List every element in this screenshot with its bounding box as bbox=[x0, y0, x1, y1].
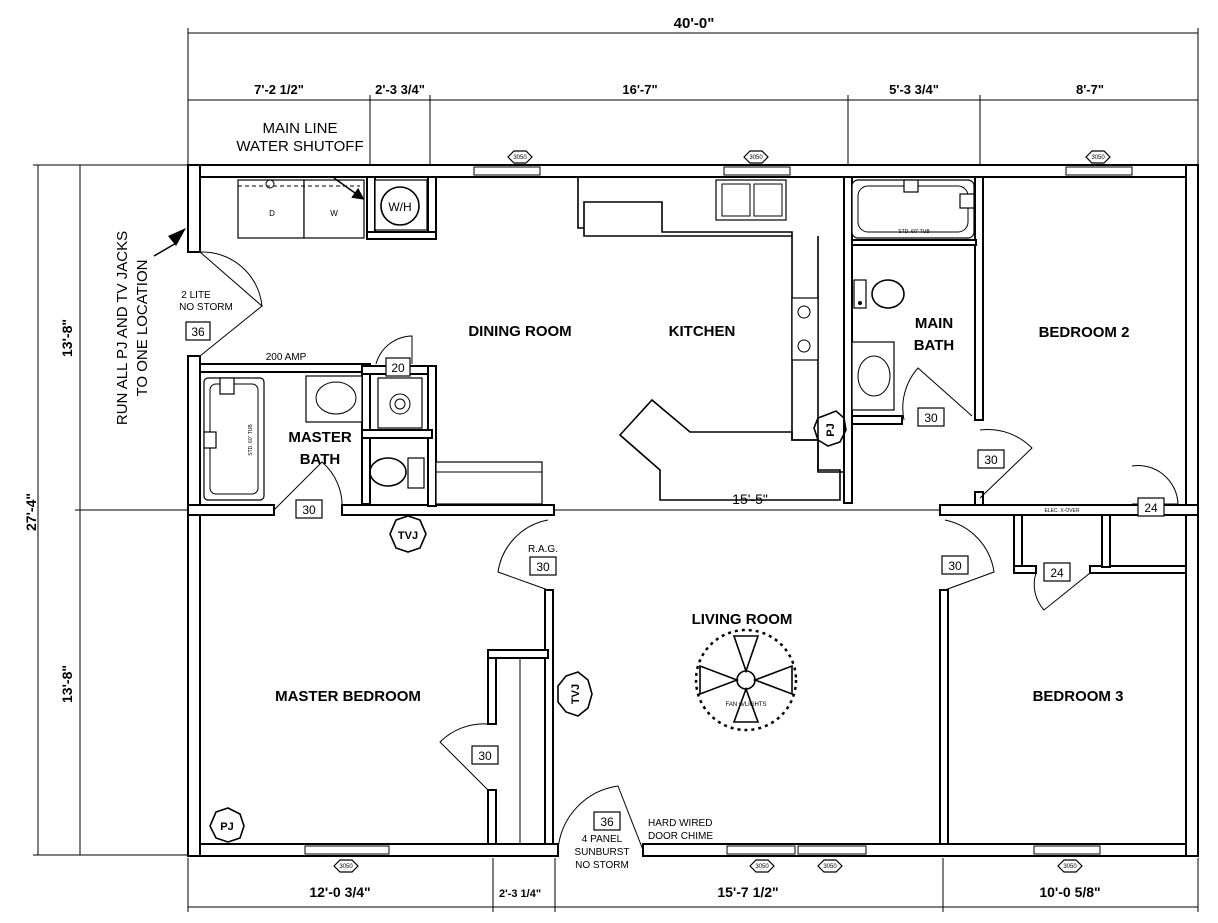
door-tag-36-front: 36 bbox=[600, 815, 614, 829]
master-bath-label-2: BATH bbox=[300, 451, 341, 468]
main-line-label: MAIN LINE bbox=[262, 120, 337, 137]
master-tub-label: STD. 60" TUB bbox=[248, 424, 254, 456]
door-tag-20: 20 bbox=[391, 361, 405, 375]
top-dim-2: 2'-3 3/4" bbox=[375, 82, 425, 97]
ceiling-fan-icon: FAN w/LIGHTS bbox=[694, 628, 798, 732]
dryer-label: D bbox=[269, 209, 275, 218]
window-tag-kitchen: 3050 bbox=[749, 155, 763, 161]
no-storm-label: NO STORM bbox=[179, 302, 233, 313]
interior-span-label: 15'-5" bbox=[732, 491, 768, 507]
door-tag-30-closet: 30 bbox=[478, 749, 492, 763]
washer-label: W bbox=[330, 209, 338, 218]
window-tag-dining: 3050 bbox=[513, 155, 527, 161]
master-toilet bbox=[369, 457, 407, 487]
kitchen-cabinets bbox=[577, 177, 844, 501]
door-tags: 36 20 30 30 30 36 30 30 30 24 24 bbox=[185, 321, 1165, 831]
kitchen-sink bbox=[715, 179, 787, 221]
bottom-dim-3: 15'-7 1/2" bbox=[717, 884, 778, 900]
water-heater bbox=[380, 186, 420, 226]
window-tag-living-2: 3050 bbox=[823, 864, 837, 870]
window-tag-bedroom3: 3050 bbox=[1063, 864, 1077, 870]
master-bedroom-label: MASTER BEDROOM bbox=[275, 688, 421, 705]
tvj-label-living: TVJ bbox=[570, 684, 582, 704]
bedroom3-label: BEDROOM 3 bbox=[1033, 688, 1124, 705]
tvj-jack-living bbox=[557, 671, 593, 717]
interior-walls bbox=[187, 176, 1199, 845]
master-sink bbox=[305, 375, 363, 423]
range bbox=[791, 297, 819, 361]
rag-label: R.A.G. bbox=[528, 544, 558, 555]
top-dim-1: 7'-2 1/2" bbox=[254, 82, 304, 97]
water-shutoff-label: WATER SHUTOFF bbox=[236, 138, 363, 155]
pj-label-master: PJ bbox=[220, 821, 233, 833]
overall-depth-label: 27'-4" bbox=[23, 493, 39, 531]
top-dim-3: 16'-7" bbox=[622, 82, 657, 97]
amp-label: 200 AMP bbox=[266, 352, 307, 363]
door-tag-30-rag: 30 bbox=[536, 560, 550, 574]
front-door-label-2: SUNBURST bbox=[574, 847, 629, 858]
door-chime-label-2: DOOR CHIME bbox=[648, 831, 713, 842]
main-bath-label-2: BATH bbox=[914, 337, 955, 354]
living-room-label: LIVING ROOM bbox=[692, 611, 793, 628]
door-tag-24-lower: 24 bbox=[1050, 566, 1064, 580]
door-tag-30-bedroom3: 30 bbox=[948, 559, 962, 573]
one-location-label: TO ONE LOCATION bbox=[134, 260, 151, 397]
run-all-jacks-label: RUN ALL PJ AND TV JACKS bbox=[114, 231, 131, 425]
window-tag-master: 3050 bbox=[339, 864, 353, 870]
laundry-area: D W W/H bbox=[237, 177, 428, 239]
two-lite-label: 2 LITE bbox=[181, 290, 211, 301]
main-toilet bbox=[871, 279, 905, 309]
bottom-dim-2: 2'-3 1/4" bbox=[499, 888, 541, 900]
overall-width-label: 40'-0" bbox=[674, 15, 715, 32]
top-dim-5: 8'-7" bbox=[1076, 82, 1104, 97]
pj-jack-kitchen bbox=[813, 410, 847, 447]
stack-washer bbox=[377, 377, 423, 429]
dining-room-label: DINING ROOM bbox=[468, 323, 571, 340]
master-bath-fixtures: STD. 60" TUB bbox=[203, 375, 543, 505]
window-tag-living-1: 3050 bbox=[755, 864, 769, 870]
bedroom2-label: BEDROOM 2 bbox=[1039, 324, 1130, 341]
tvj-label-top: TVJ bbox=[398, 530, 418, 542]
water-heater-label: W/H bbox=[388, 200, 411, 214]
left-dim-upper: 13'-8" bbox=[59, 319, 75, 357]
door-swings bbox=[199, 251, 1179, 851]
pj-label-kitchen: PJ bbox=[825, 423, 837, 436]
bottom-dim-1: 12'-0 3/4" bbox=[309, 884, 370, 900]
main-vanity bbox=[851, 341, 895, 411]
window-tags: 3050 3050 3050 3050 3050 3050 3050 bbox=[333, 150, 1111, 873]
main-bath-label-1: MAIN bbox=[915, 315, 953, 332]
fan-label: FAN w/LIGHTS bbox=[725, 702, 766, 708]
dimension-lines bbox=[33, 28, 1199, 912]
elec-xover-label: ELEC. X-OVER bbox=[1044, 508, 1079, 514]
pj-jack-master-bedroom bbox=[209, 807, 245, 843]
tvj-jack-master-bath bbox=[389, 515, 427, 553]
jacks: PJ TVJ TVJ PJ bbox=[209, 410, 847, 843]
main-tub-label: STD. 60" TUB bbox=[898, 229, 930, 235]
door-tag-30-main-bath: 30 bbox=[924, 411, 938, 425]
window-tag-bedroom2: 3050 bbox=[1091, 155, 1105, 161]
front-door-label-1: 4 PANEL bbox=[582, 834, 623, 845]
door-tag-30-bedroom2: 30 bbox=[984, 453, 998, 467]
dryer bbox=[237, 179, 305, 239]
left-dim-lower: 13'-8" bbox=[59, 665, 75, 703]
door-tag-36-left: 36 bbox=[191, 325, 205, 339]
kitchen-label: KITCHEN bbox=[669, 323, 736, 340]
front-door-label-3: NO STORM bbox=[575, 860, 629, 871]
kitchen-island bbox=[618, 398, 841, 501]
top-dim-4: 5'-3 3/4" bbox=[889, 82, 939, 97]
door-chime-label-1: HARD WIRED bbox=[648, 818, 712, 829]
door-tag-30-master-bath: 30 bbox=[302, 503, 316, 517]
main-bath-fixtures: STD. 60" TUB bbox=[851, 179, 975, 411]
bottom-dim-4: 10'-0 5/8" bbox=[1039, 884, 1100, 900]
master-bath-label-1: MASTER bbox=[288, 429, 352, 446]
door-tag-24-upper: 24 bbox=[1144, 501, 1158, 515]
